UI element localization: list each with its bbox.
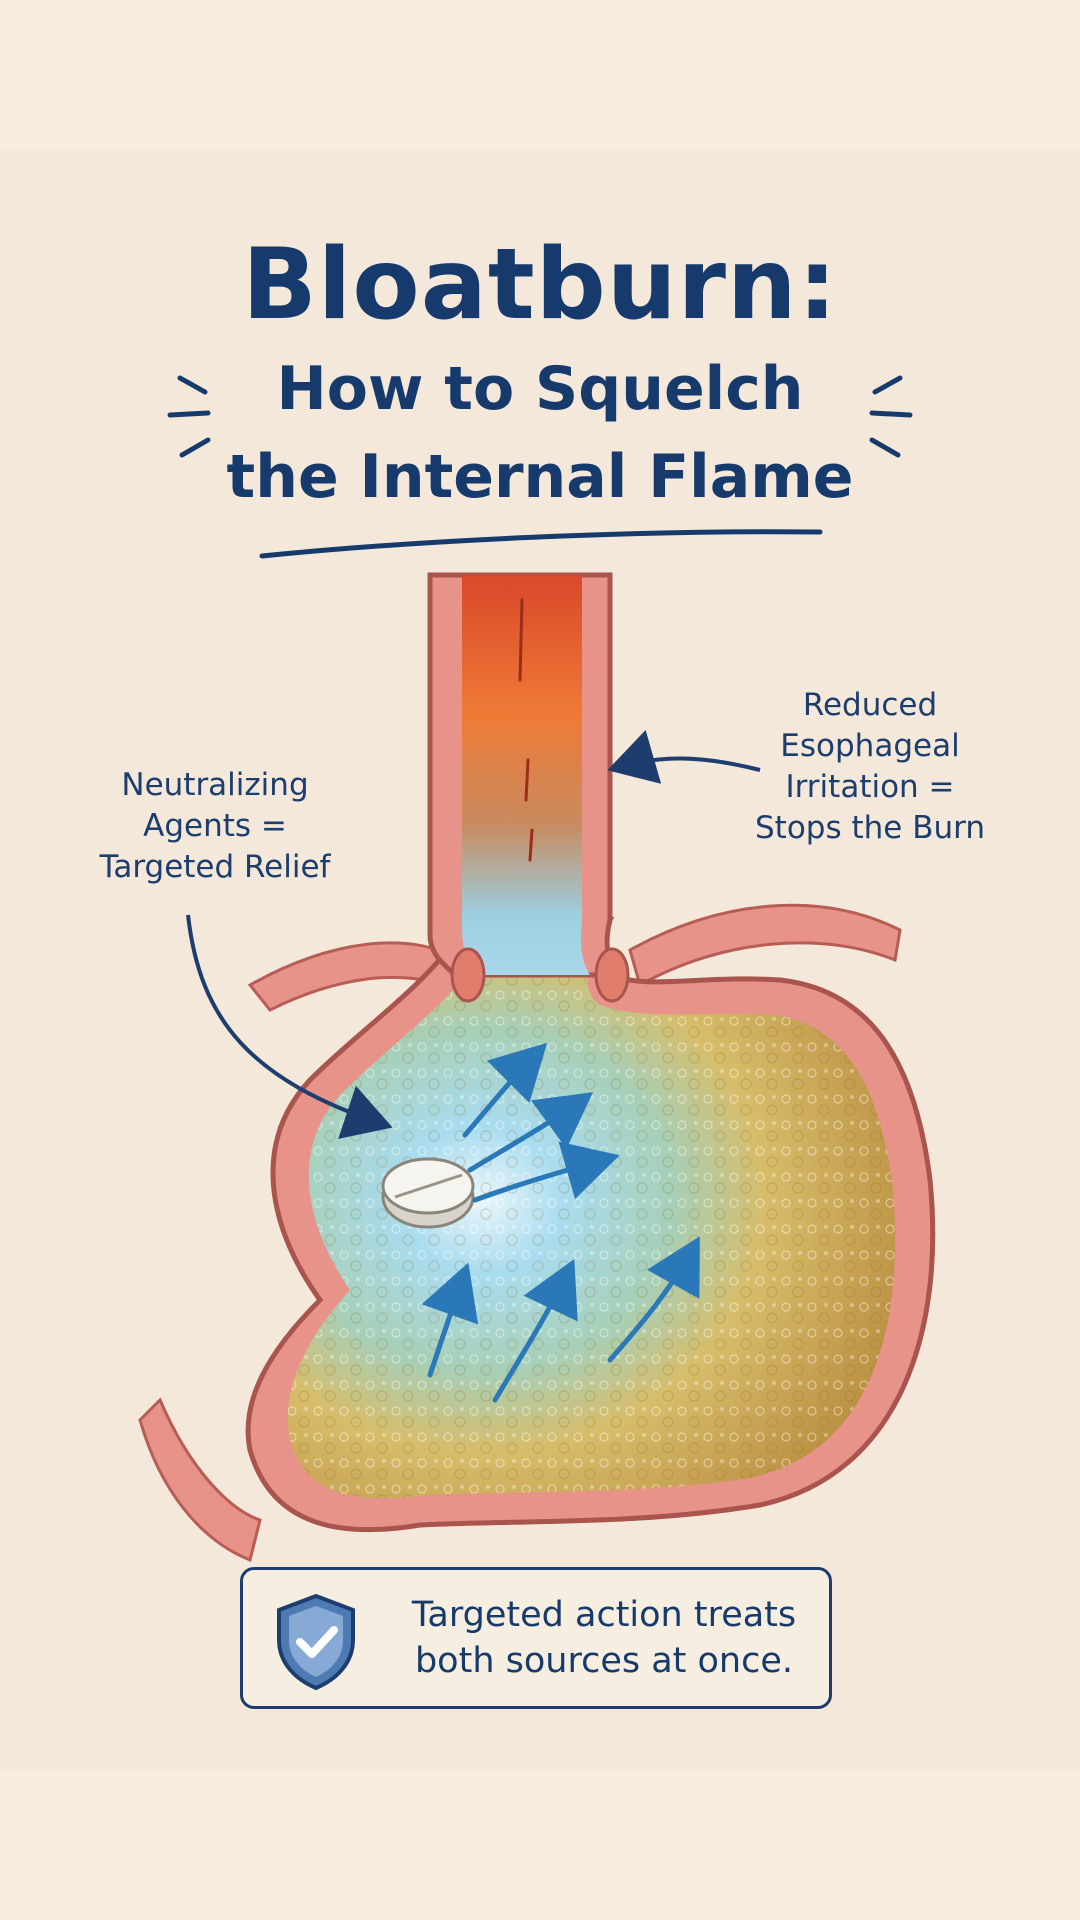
annotation-right-line1: Reduced <box>802 687 938 723</box>
callout-text: Targeted action treats both sources at o… <box>389 1592 819 1684</box>
title-sub-line1: How to Squelch <box>276 354 804 424</box>
callout-line1: Targeted action treats <box>411 1595 797 1635</box>
annotation-right-line4: Stops the Burn <box>755 810 985 846</box>
callout-line2: both sources at once. <box>414 1641 794 1681</box>
title-block: Bloatburn: How to Squelch the Internal F… <box>0 230 1080 516</box>
sphincter-left <box>450 947 486 1003</box>
right-annotation-arrow <box>607 730 761 784</box>
title-sub-line2: the Internal Flame <box>226 442 854 512</box>
title-decorations <box>167 375 913 559</box>
stomach-bubbles <box>287 955 896 1499</box>
annotation-right-line2: Esophageal <box>780 728 960 764</box>
relief-flow-arrows <box>421 1042 700 1403</box>
callout-box: Targeted action treats both sources at o… <box>240 1567 832 1709</box>
annotation-left-line2: Agents = <box>143 808 287 844</box>
sphincter-right <box>594 947 630 1003</box>
annotation-right-line3: Irritation = <box>785 769 955 805</box>
left-annotation-arrow <box>186 914 393 1139</box>
esophagus <box>427 572 627 978</box>
shield-check-icon <box>277 1593 355 1691</box>
title-main: Bloatburn: <box>242 228 838 342</box>
annotation-left-line3: Targeted Relief <box>99 849 331 885</box>
annotation-left-line1: Neutralizing <box>121 767 309 803</box>
antacid-tablet-icon <box>381 1157 475 1229</box>
annotation-reduced-irritation: Reduced Esophageal Irritation = Stops th… <box>735 685 1005 849</box>
annotation-neutralizing-agents: Neutralizing Agents = Targeted Relief <box>70 765 360 888</box>
